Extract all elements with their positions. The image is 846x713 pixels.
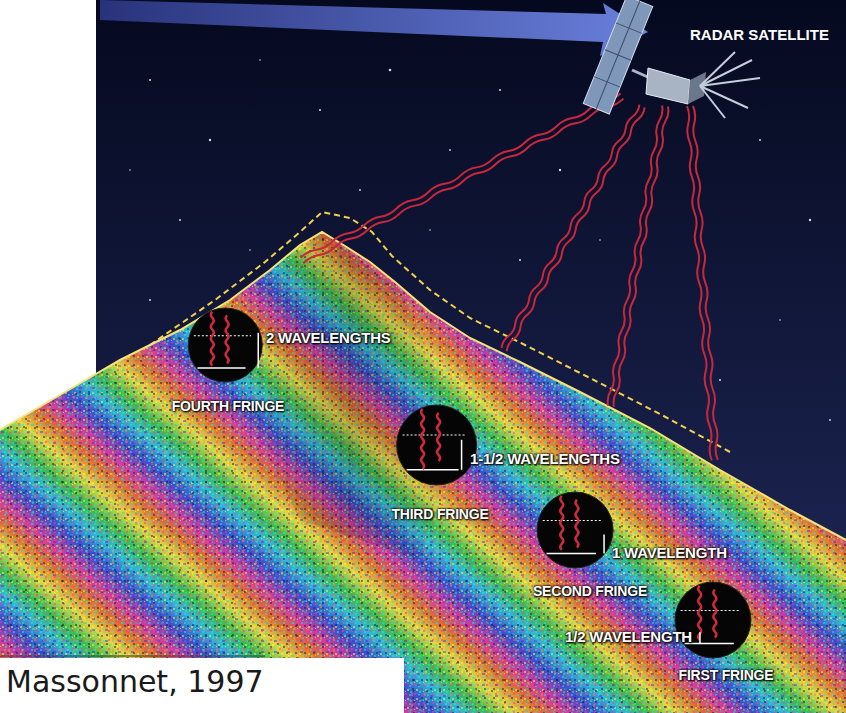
fringe-label: FIRST FRINGE (679, 667, 774, 683)
wavelength-label: 1/2 WAVELENGTH (565, 628, 692, 645)
fringe-label: THIRD FRINGE (391, 506, 488, 522)
citation: Massonnet, 1997 (2, 664, 268, 699)
wavelength-label: 1 WAVELENGTH (612, 544, 727, 561)
satellite (583, 0, 760, 118)
satellite-label: RADAR SATELLITE (690, 26, 829, 43)
fringe-label: FOURTH FRINGE (172, 398, 285, 414)
wavelength-label: 1-1/2 WAVELENGTHS (470, 450, 620, 467)
fringe-circle: 1/2 WAVELENGTH FIRST FRINGE (562, 579, 776, 686)
fringe-circle: 2 WAVELENGTHS FOURTH FRINGE (169, 305, 394, 417)
wavelength-label: 2 WAVELENGTHS (266, 329, 391, 346)
fringe-label: SECOND FRINGE (533, 583, 647, 599)
